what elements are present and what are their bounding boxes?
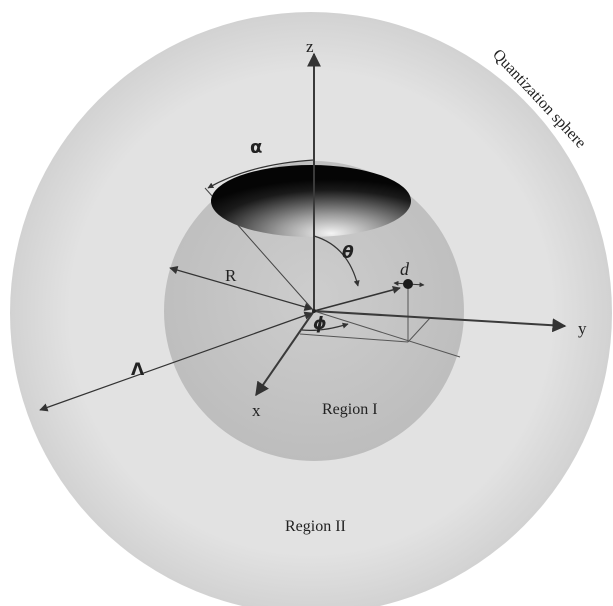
y-axis (313, 310, 567, 333)
dipole-vector (313, 285, 401, 312)
z-axis-label: z (306, 37, 314, 56)
origin-point (312, 309, 316, 313)
dipole-point (403, 279, 413, 289)
polar-cap (211, 165, 411, 237)
alpha-arc (207, 159, 315, 189)
radius-arrow (169, 266, 313, 311)
theta-arc (313, 235, 360, 287)
xy-baseline (299, 333, 409, 343)
lambda-label: Λ (131, 360, 145, 380)
dipole-label: d (400, 259, 410, 279)
alpha-label: α (250, 137, 262, 158)
radius-label: R (225, 266, 237, 285)
region-one-label: Region I (322, 401, 378, 418)
x-axis-label: x (252, 401, 261, 420)
phi-projection-line (313, 310, 461, 358)
y-axis-label: y (578, 319, 587, 338)
lambda-arrow (39, 311, 313, 412)
phi-label: ϕ (313, 314, 327, 334)
theta-label: θ (342, 243, 354, 263)
dipole-to-y-line (407, 317, 431, 343)
region-two-label: Region II (285, 518, 346, 535)
